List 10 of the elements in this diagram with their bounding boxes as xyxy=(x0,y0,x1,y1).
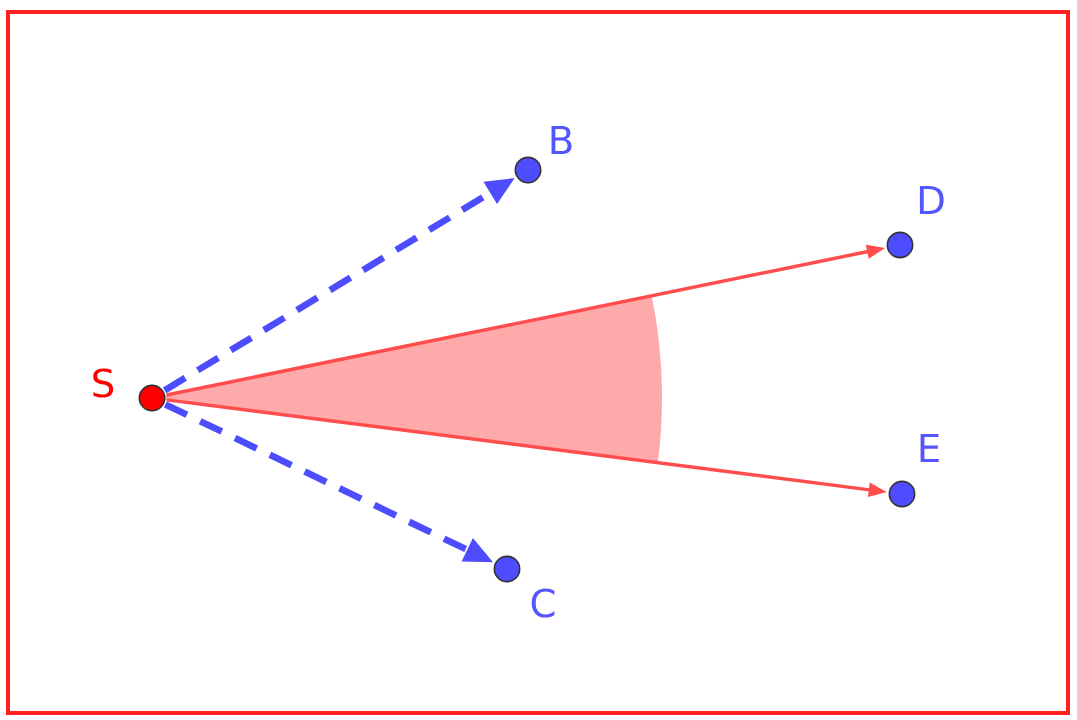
point-label: E xyxy=(920,433,939,463)
point-label: D xyxy=(919,185,944,215)
point xyxy=(493,555,521,583)
point-label: C xyxy=(531,588,555,618)
point-label: B xyxy=(551,125,572,155)
point xyxy=(886,231,914,259)
point xyxy=(514,156,542,184)
point xyxy=(138,384,166,412)
point-label: S xyxy=(93,368,114,398)
point xyxy=(888,480,916,508)
